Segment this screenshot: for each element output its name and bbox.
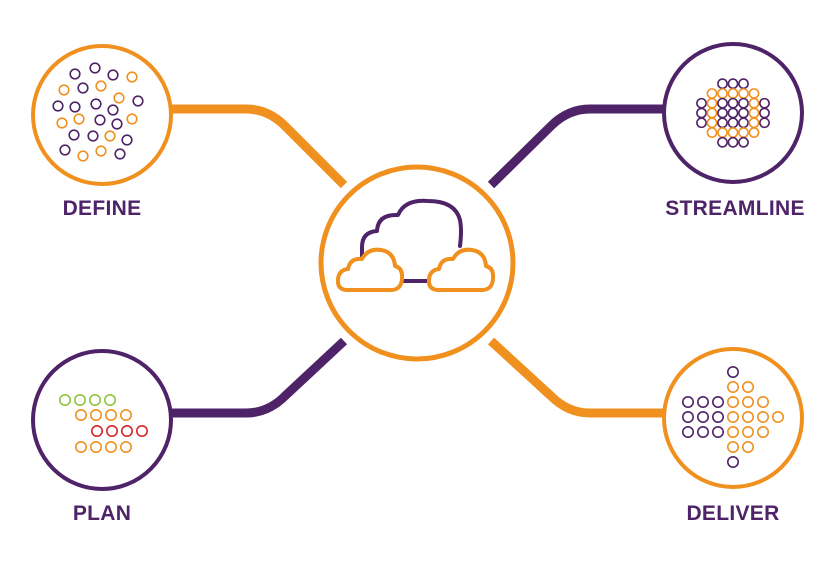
dot	[121, 134, 133, 146]
dot	[759, 117, 770, 129]
center-ring	[318, 164, 516, 362]
dot	[90, 98, 102, 110]
dot	[726, 395, 739, 408]
dot	[706, 127, 718, 138]
dot	[711, 425, 724, 438]
dot	[726, 410, 739, 423]
dot	[696, 425, 709, 438]
dot	[726, 425, 739, 438]
dot	[114, 148, 126, 160]
dot	[696, 410, 709, 423]
dot	[681, 425, 694, 438]
streamline-label: STREAMLINE	[665, 197, 805, 220]
deliver-ring	[662, 347, 804, 489]
dot	[741, 425, 754, 438]
dot	[741, 410, 754, 423]
dot	[771, 410, 784, 423]
dot	[105, 440, 118, 453]
streamline-ring	[662, 42, 804, 184]
dot	[726, 455, 739, 468]
arrow-dots-icon	[58, 393, 149, 453]
dot	[741, 380, 754, 393]
plan-label: PLAN	[72, 502, 132, 525]
cloud-sync-icon	[335, 198, 496, 292]
deliver-label: DELIVER	[686, 502, 780, 525]
dot	[121, 424, 134, 437]
dot	[726, 380, 739, 393]
dot	[59, 144, 71, 156]
dot	[741, 395, 754, 408]
scattered-dots-icon	[52, 62, 144, 162]
dot	[106, 424, 119, 437]
dot	[69, 68, 81, 80]
dot	[111, 118, 123, 130]
dot	[726, 365, 739, 378]
dot	[726, 440, 739, 453]
dot	[107, 69, 119, 81]
arrow-right-dots-icon	[681, 365, 784, 468]
dot	[95, 80, 107, 92]
dot	[113, 92, 125, 104]
dot	[132, 95, 144, 107]
dot	[756, 395, 769, 408]
dot	[56, 117, 68, 129]
dot	[681, 395, 694, 408]
dot	[756, 425, 769, 438]
dot	[77, 82, 89, 94]
dot	[711, 395, 724, 408]
define-label: DEFINE	[62, 197, 142, 220]
dot	[126, 71, 138, 83]
dot	[717, 136, 728, 148]
dot	[696, 117, 707, 129]
connector-deliver	[487, 337, 664, 418]
connector-define	[172, 104, 348, 189]
dot	[89, 393, 102, 406]
dot	[126, 113, 138, 125]
dot	[756, 410, 769, 423]
dot	[68, 129, 80, 141]
dot	[681, 410, 694, 423]
dot	[696, 395, 709, 408]
dot	[75, 440, 88, 453]
dot	[741, 440, 754, 453]
dot	[711, 410, 724, 423]
connector-plan	[172, 337, 348, 418]
dot	[107, 104, 119, 116]
dot	[91, 424, 104, 437]
dot	[77, 150, 89, 162]
dot	[105, 408, 118, 421]
dot	[58, 393, 71, 406]
dot	[74, 393, 87, 406]
dot	[748, 127, 760, 138]
dot	[104, 130, 116, 142]
connector-streamline	[487, 104, 664, 189]
dot	[120, 440, 133, 453]
dot	[90, 440, 103, 453]
clustered-dots-icon	[696, 78, 770, 148]
dot	[90, 408, 103, 421]
dot	[52, 100, 64, 112]
dot	[727, 136, 739, 148]
dot	[136, 424, 149, 437]
dot	[75, 408, 88, 421]
dot	[738, 136, 749, 148]
dot	[89, 62, 101, 74]
dot	[104, 393, 117, 406]
dot	[87, 130, 99, 142]
dot	[95, 145, 107, 157]
plan-ring	[31, 349, 173, 491]
dot	[58, 84, 70, 96]
dot	[94, 114, 106, 126]
dot	[120, 408, 133, 421]
dot	[73, 113, 85, 125]
dot	[69, 101, 81, 113]
